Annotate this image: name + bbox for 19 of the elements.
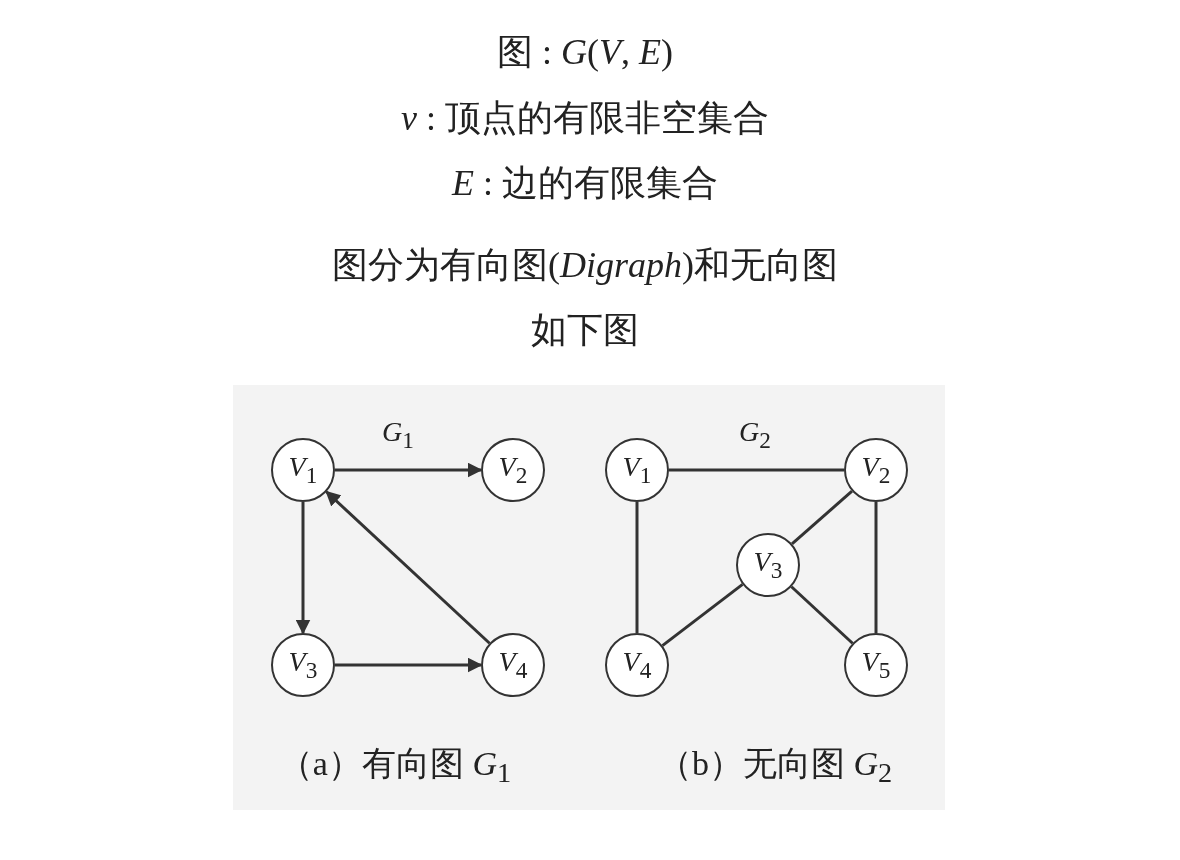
figure-caption: （b）无向图 G$_{2}$ [657, 743, 893, 790]
description-text: 图分为有向图(Digraph)和无向图 [332, 243, 838, 287]
edge-line [874, 502, 878, 633]
arrow [335, 462, 483, 478]
arrow [295, 502, 311, 635]
arrow [335, 657, 483, 673]
title-line: 图 : G(V, E) [497, 30, 673, 74]
description-text: 如下图 [531, 308, 639, 352]
edge-line [669, 468, 844, 472]
figure-caption: （a）有向图 G$_{1}$ [278, 743, 512, 790]
graph-label: G$_{2}$ [739, 416, 771, 454]
definition-text: v : 顶点的有限非空集合 [401, 96, 769, 140]
definition-text: E : 边的有限集合 [452, 161, 718, 205]
edge-line [635, 502, 639, 633]
edge-line [790, 585, 854, 645]
edge-line [661, 583, 744, 647]
arrow [325, 490, 491, 645]
edge-line [791, 490, 853, 545]
graph-label: G$_{1}$ [382, 416, 414, 454]
